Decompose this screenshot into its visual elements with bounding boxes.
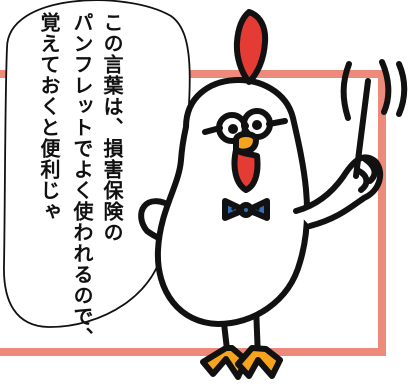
salmon-frame-top xyxy=(0,70,386,78)
speech-line-3: 覚えておくと便利じゃ xyxy=(37,12,61,222)
red-wattle-icon xyxy=(231,147,261,193)
motion-line-1-icon xyxy=(340,61,352,121)
round-glasses-icon xyxy=(202,108,288,144)
pointer-stick-icon xyxy=(353,78,371,179)
motion-line-2-icon xyxy=(379,59,392,115)
blue-bowtie-icon xyxy=(222,198,270,221)
salmon-frame-right xyxy=(378,70,386,356)
speech-line-2: パンフレットでよく使われるので、 xyxy=(70,12,94,348)
speech-line-1: この言葉は、損害保険の xyxy=(100,12,124,243)
motion-line-3-icon xyxy=(396,61,408,117)
salmon-frame-bottom xyxy=(0,348,386,356)
red-comb-icon xyxy=(233,9,269,85)
